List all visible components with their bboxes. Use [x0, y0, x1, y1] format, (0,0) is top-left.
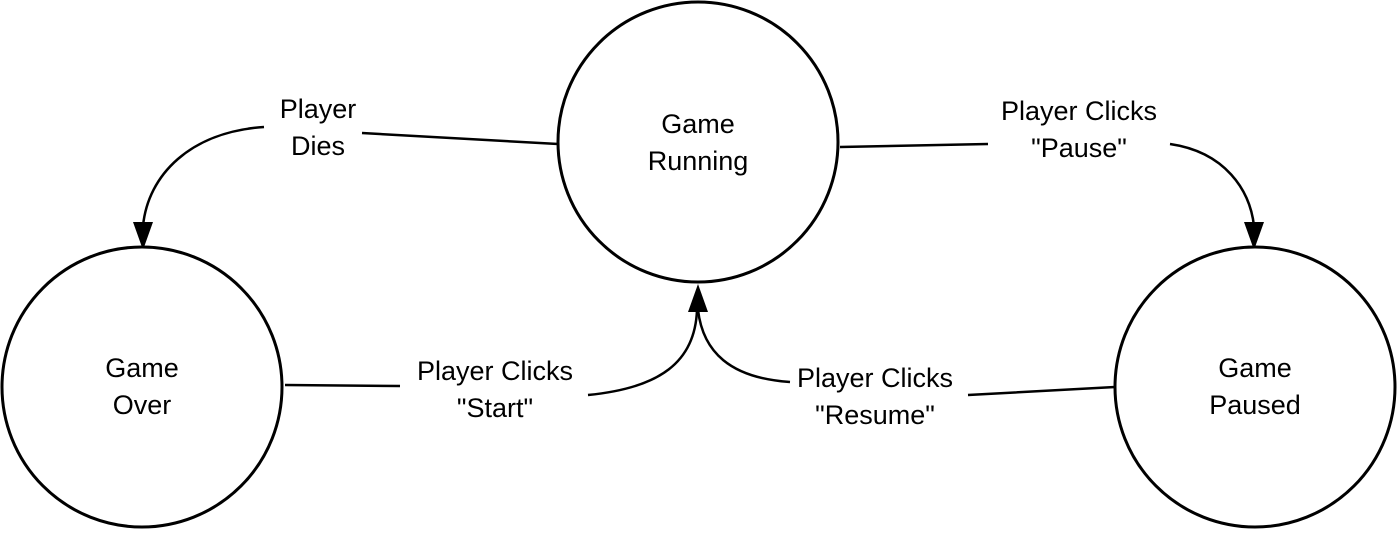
transition-label-line: Player Clicks	[796, 363, 954, 393]
transition-label-line: Dies	[290, 131, 345, 161]
transition-label-line: Player Clicks	[416, 356, 574, 386]
transition-label-player-clicks-pause: Player Clicks "Pause"	[1001, 93, 1157, 167]
arrowhead-to-game-over	[133, 222, 153, 250]
state-label-line: Running	[647, 146, 749, 176]
transition-label-line: "Resume"	[815, 400, 935, 430]
edge-player-clicks-resume	[696, 309, 1116, 397]
transition-label-line: Player Clicks	[1000, 96, 1158, 126]
transition-label-player-clicks-resume: Player Clicks "Resume"	[797, 360, 953, 434]
state-label-line: Paused	[1209, 390, 1301, 420]
edge-player-clicks-pause	[839, 142, 1256, 227]
state-game-paused	[1113, 245, 1397, 529]
arrowhead-to-game-paused	[1244, 222, 1264, 250]
state-label-line: Game	[105, 353, 179, 383]
edge-player-clicks-start	[284, 309, 699, 397]
state-label-line: Over	[112, 390, 172, 420]
state-label-line: Game	[1218, 353, 1292, 383]
arrowhead-to-game-running	[688, 284, 708, 312]
transition-label-player-clicks-start: Player Clicks "Start"	[417, 353, 573, 427]
transition-label-line: "Start"	[456, 393, 534, 423]
state-label-game-paused: Game Paused	[1209, 350, 1301, 424]
state-game-running	[556, 0, 840, 284]
transition-label-player-dies: Player Dies	[280, 91, 357, 165]
state-label-line: Game	[661, 109, 735, 139]
transition-label-line: Player	[279, 94, 357, 124]
transition-label-line: "Pause"	[1031, 133, 1127, 163]
edge-player-dies	[141, 125, 559, 227]
state-label-game-over: Game Over	[105, 350, 179, 424]
state-label-game-running: Game Running	[648, 106, 749, 180]
state-game-over	[0, 245, 284, 529]
